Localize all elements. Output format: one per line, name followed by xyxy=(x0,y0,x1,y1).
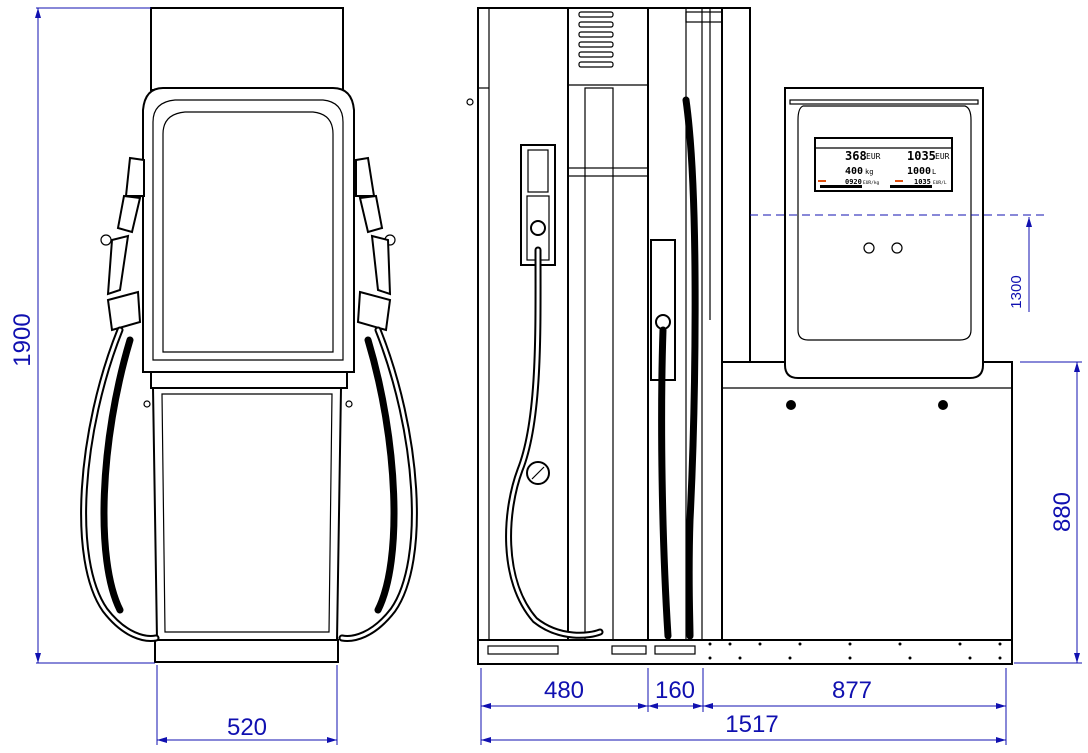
front-top-cabinet xyxy=(150,7,344,91)
side-bolt xyxy=(466,98,474,106)
front-head-inner xyxy=(152,99,344,361)
side-crossbar xyxy=(567,167,649,177)
lcd-bar-right xyxy=(890,185,932,188)
lcd-price-left: 0920 xyxy=(845,178,862,186)
side-divider-column xyxy=(567,7,649,641)
side-column-main xyxy=(477,7,649,641)
front-column xyxy=(151,387,343,641)
front-left-nozzle xyxy=(100,156,145,332)
front-column-panel xyxy=(161,393,333,633)
lcd-display xyxy=(814,137,953,192)
hose-clamp-icon xyxy=(356,290,392,332)
nozzle-handle-icon xyxy=(116,194,142,234)
cabinet-lock-left-icon xyxy=(786,400,796,410)
lcd-amount-left: 368 xyxy=(845,149,867,163)
display-button-left xyxy=(863,242,875,254)
lcd-price-right-unit: EUR/L xyxy=(933,180,947,186)
dimension-lines xyxy=(35,7,1082,745)
cabinet-lock-right-icon xyxy=(938,400,948,410)
dim-label-section-a: 480 xyxy=(544,677,584,704)
lcd-volume-left-unit: kg xyxy=(865,168,873,176)
dim-label-front-width: 520 xyxy=(227,714,267,741)
lcd-indicator-right xyxy=(895,180,903,182)
side-lower-cabinet xyxy=(721,361,1013,641)
nozzle-holster-icon xyxy=(124,156,145,197)
dim-label-total-height: 1900 xyxy=(9,313,36,366)
front-bolt-right xyxy=(345,400,353,408)
dim-label-display-height: 1300 xyxy=(1008,275,1025,308)
side-hose xyxy=(505,246,604,639)
front-right-nozzle xyxy=(355,156,396,332)
front-bolt-left xyxy=(143,400,151,408)
base-rivets xyxy=(708,642,1002,660)
nozzle-spout-icon xyxy=(106,234,130,296)
display-head xyxy=(784,87,984,379)
dim-label-section-b: 160 xyxy=(655,677,695,704)
lcd-currency-right: EUR xyxy=(935,152,950,161)
dim-label-total-width: 1517 xyxy=(725,711,778,738)
front-base xyxy=(154,639,339,663)
front-view xyxy=(80,7,418,663)
nozzle-trigger-icon xyxy=(100,234,112,246)
lcd-volume-left: 400 xyxy=(845,166,863,177)
lcd-currency-left: EUR xyxy=(866,152,881,161)
display-button-right xyxy=(891,242,903,254)
nozzle-spout-icon xyxy=(370,234,392,296)
nozzle-swivel-icon xyxy=(530,220,546,236)
lcd-indicator-left xyxy=(818,180,826,182)
lcd-bar-left xyxy=(820,185,862,188)
display-bezel xyxy=(797,105,972,341)
hose-clamp-icon xyxy=(106,290,142,332)
front-collar xyxy=(150,371,348,389)
dim-label-section-c: 877 xyxy=(832,677,872,704)
lcd-price-right: 1035 xyxy=(914,178,931,186)
lcd-amount-right: 1035 xyxy=(907,149,936,163)
nozzle-handle-icon xyxy=(358,194,384,234)
nozzle-holster-icon xyxy=(355,156,376,197)
side-view: 368 EUR 1035 EUR 400 kg 1000 L 0920 EUR/… xyxy=(466,7,1013,665)
lcd-volume-right-unit: L xyxy=(932,168,936,176)
side-inner-rail xyxy=(584,87,614,641)
middle-hose xyxy=(682,96,699,640)
dim-label-base-height: 880 xyxy=(1049,492,1076,532)
side-rear-column xyxy=(721,7,751,363)
front-head-outer xyxy=(142,87,355,373)
lcd-price-left-unit: EUR/kg xyxy=(863,180,880,186)
lcd-volume-right: 1000 xyxy=(907,166,931,177)
front-display-panel xyxy=(162,111,334,353)
vent-slots xyxy=(578,11,614,68)
